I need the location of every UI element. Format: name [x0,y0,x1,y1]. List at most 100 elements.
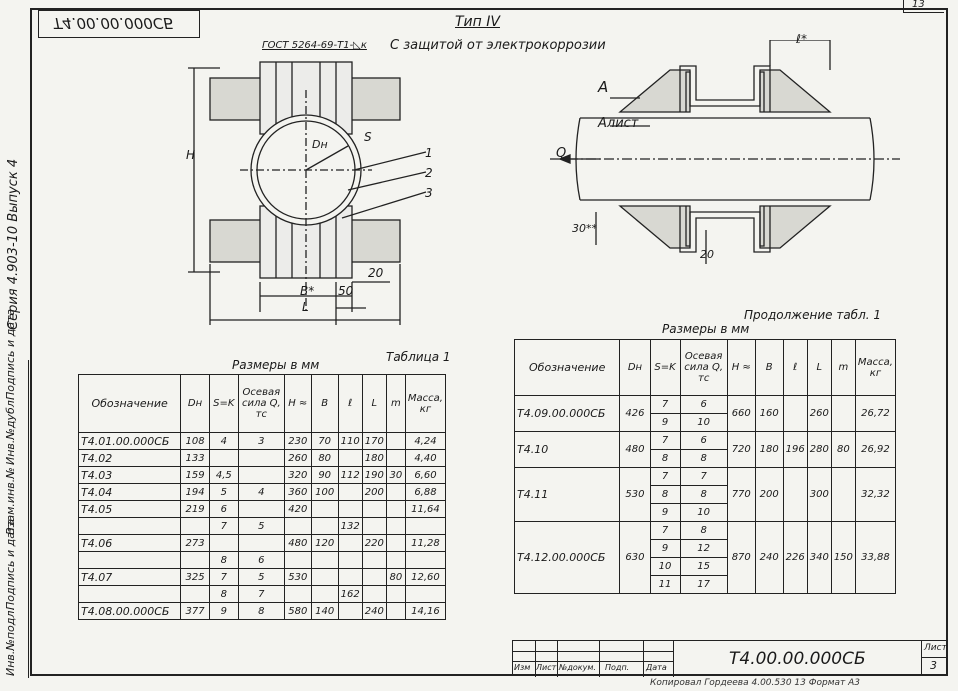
table1-units: Размеры в мм [232,358,320,372]
table2-cell: 226 [782,521,808,594]
table2-cell: 196 [782,431,808,468]
table1-cell: 4 [237,483,285,501]
dim-l-big: L [302,300,309,314]
table2-cell: 9 [649,503,681,522]
tb-col-sign: Подп. [605,663,630,672]
table1-cell: 580 [283,602,312,620]
table2-cell: 300 [806,467,832,522]
table1-cell [337,568,363,586]
table1-cell: 70 [310,432,339,450]
table1-cell [361,585,387,603]
table2-cell: 630 [619,521,651,594]
table1-cell [337,500,363,518]
dim-s: S [364,130,372,144]
table2-cell: 660 [726,395,756,432]
table1-cell: 159 [180,466,210,484]
table2-cell: 12 [679,539,728,558]
tb-col-date: Дата [646,663,667,672]
table1-header-row: Обозначение Dн S=K Осевая сила Q, тс H ≈… [77,374,447,433]
table2-cell: 7 [649,431,681,450]
table1-cell [337,551,363,569]
table2-cell: 240 [754,521,784,594]
table1-cell [283,551,312,569]
mirrored-number-box: Т4.00.00.000СБ [38,10,200,38]
t2-h-m: m [830,339,856,396]
table1-cell: 11,64 [404,500,447,518]
t1-h-name: Обозначение [77,374,182,433]
t1-h-dn: Dн [180,374,210,433]
table1-cell: Т4.02 [77,449,182,467]
table1-cell [77,551,182,569]
table2-cell: 426 [619,395,651,432]
table2-cell [830,395,856,432]
dim-b: В* [300,284,315,298]
table1-cell: Т4.01.00.000СБ [77,432,182,450]
t2-h-l: ℓ [782,339,808,396]
t2-h-dn: Dн [619,339,651,396]
table1-cell: 377 [180,602,210,620]
table1-cell [208,449,239,467]
table2-cell: 8 [649,449,681,468]
tb-sheet-value: 3 [930,659,937,672]
table1-cell [77,585,182,603]
table1-cell [310,568,339,586]
table1-cell [361,500,387,518]
dim-h: H [186,148,196,162]
t1-h-h: H ≈ [283,374,312,433]
table1-cell: Т4.04 [77,483,182,501]
table2-cell: 32,32 [854,467,897,522]
table1-cell: 5 [237,517,285,535]
label-q: Q [556,146,567,161]
table2-cell: 530 [619,467,651,522]
title-block-revisions: Изм Лист №докум. Подп. Дата [513,641,674,677]
table2-cell: 7 [649,395,681,414]
drawing-frame [30,8,948,676]
dim-dn: Dн [312,138,328,151]
dim-n2: 2 [425,166,433,180]
table1-cell: 9 [208,602,239,620]
table1-cell: 325 [180,568,210,586]
table1-cell: 162 [337,585,363,603]
dim-lstar: ℓ* [796,32,807,46]
table1-cell [283,517,312,535]
table1-cell: 7 [208,517,239,535]
table1-cell [404,551,447,569]
series-label: Серия 4.903-10 Выпуск 4 [6,158,21,330]
tb-col-list: Лист [536,663,557,672]
type-label: Тип IV [455,14,500,30]
table1-cell: 5 [208,483,239,501]
t2-h-L: L [806,339,832,396]
table1-cell [385,602,406,620]
table2-cell: 8 [679,449,728,468]
table1-cell: 90 [310,466,339,484]
table1-cell: 3 [237,432,285,450]
dim-20-right: 20 [700,248,714,261]
table2-cell: Т4.10 [513,431,621,468]
table1-cell [237,500,285,518]
label-alist: Алист [598,116,639,131]
table1-cell [385,483,406,501]
table2-cell: 180 [754,431,784,468]
table2-cell [782,467,808,522]
table1-cell [180,517,210,535]
table1-cell [385,551,406,569]
t2-h-h: H ≈ [726,339,756,396]
table2-cell: 6 [679,395,728,414]
table1-cell: 108 [180,432,210,450]
table1-cell: 112 [337,466,363,484]
table1-cell: 420 [283,500,312,518]
table2-cell: 340 [806,521,832,594]
table1-cell: 120 [310,534,339,552]
table1-cell [385,517,406,535]
t2-h-mass: Масса, кг [854,339,897,396]
